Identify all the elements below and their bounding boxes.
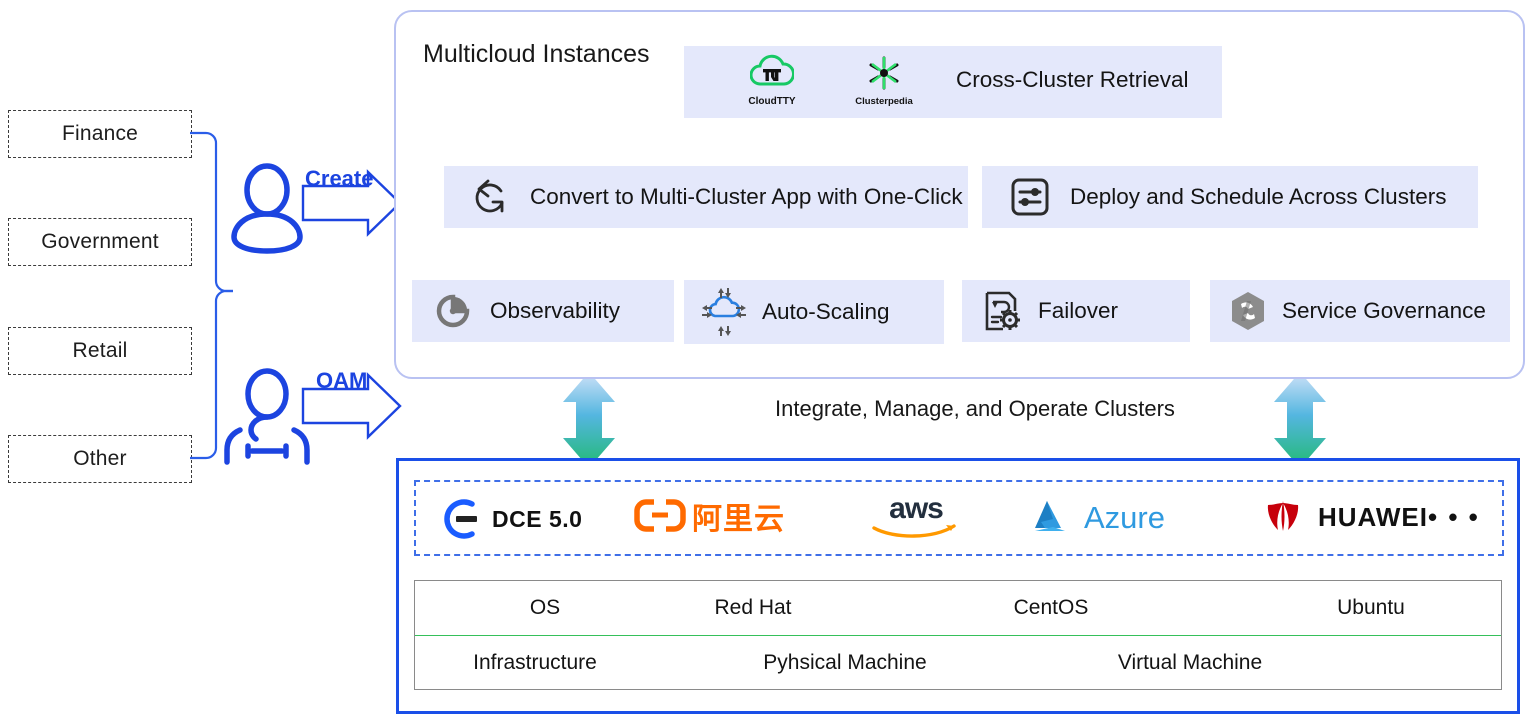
convert-tile-label: Convert to Multi-Cluster App with One-Cl… — [530, 184, 963, 209]
aws-smile-glyph — [872, 524, 956, 538]
segment-brace — [190, 131, 233, 460]
doc-gear-icon — [985, 291, 1020, 331]
azure-glyph — [1035, 501, 1065, 531]
dce-logo[interactable]: DCE 5.0 — [438, 496, 582, 542]
infrastructure-row-cell: Pyhsical Machine — [763, 651, 927, 674]
person-wrench-icon — [224, 368, 310, 465]
os-row-cell: Ubuntu — [1337, 596, 1405, 619]
cloudtty-glyph — [749, 54, 795, 86]
cloud-provider-strip: DCE 5.0 阿里云 aws Azure — [414, 480, 1504, 556]
sliders-icon — [1011, 178, 1049, 216]
segment-label: Finance — [61, 122, 139, 145]
dce-label: DCE 5.0 — [492, 505, 583, 532]
convert-tile[interactable]: Convert to Multi-Cluster App with One-Cl… — [444, 166, 968, 228]
deploy-tile[interactable]: Deploy and Schedule Across Clusters — [982, 166, 1478, 228]
azure-label: Azure — [1084, 500, 1165, 535]
segment-retail[interactable]: Retail — [8, 327, 192, 375]
cloud-scale-icon — [702, 288, 746, 336]
os-row-cell: OS — [529, 596, 561, 619]
aws-label: aws — [889, 492, 944, 525]
aliyun-glyph — [634, 499, 686, 532]
more-providers-ellipsis: • • • — [1428, 502, 1480, 532]
governance-tile[interactable]: Service Governance — [1210, 280, 1510, 342]
infrastructure-row-cell: Infrastructure — [473, 651, 597, 674]
bidirectional-arrow-left — [563, 372, 615, 468]
person-icon — [231, 163, 303, 254]
autoscaling-tile[interactable]: Auto-Scaling — [684, 280, 944, 344]
clusterpedia-glyph — [869, 56, 899, 90]
bridge-label: Integrate, Manage, and Operate Clusters — [775, 396, 1175, 421]
dce-glyph — [444, 499, 477, 539]
clusterpedia-logo: Clusterpedia — [839, 54, 929, 107]
create-label: Create — [305, 166, 374, 191]
segment-other[interactable]: Other — [8, 435, 192, 483]
infrastructure-row: Infrastructure Pyhsical Machine Virtual … — [415, 636, 1501, 690]
observability-tile[interactable]: Observability — [412, 280, 674, 342]
donut-chart-icon — [436, 294, 470, 328]
os-row-cell: CentOS — [1013, 596, 1089, 619]
os-infrastructure-table: OS Red Hat CentOS Ubuntu Infrastructure … — [414, 580, 1502, 690]
segment-government[interactable]: Government — [8, 218, 192, 266]
aws-logo[interactable]: aws — [868, 494, 964, 544]
autoscaling-tile-label: Auto-Scaling — [762, 299, 890, 324]
aliyun-logo[interactable]: 阿里云 — [634, 493, 785, 539]
os-row-cell: Red Hat — [714, 596, 792, 619]
oam-label: OAM — [316, 368, 368, 393]
sync-arrows-icon — [475, 179, 504, 213]
azure-logo[interactable]: Azure — [1028, 495, 1165, 541]
cloudtty-caption: CloudTTY — [748, 96, 796, 107]
governance-tile-label: Service Governance — [1282, 298, 1486, 323]
cross-cluster-retrieval-label: Cross-Cluster Retrieval — [956, 67, 1189, 92]
service-mesh-icon — [1232, 292, 1264, 330]
clusterpedia-caption: Clusterpedia — [855, 96, 913, 107]
failover-tile-label: Failover — [1038, 298, 1119, 323]
deploy-tile-label: Deploy and Schedule Across Clusters — [1070, 184, 1447, 209]
cross-cluster-retrieval-tile[interactable]: CloudTTY Clusterpedia Cross-Cluster Retr… — [684, 46, 1222, 118]
huawei-label: HUAWEI — [1318, 501, 1428, 532]
infrastructure-row-cell: Virtual Machine — [1117, 651, 1263, 674]
os-row: OS Red Hat CentOS Ubuntu — [415, 581, 1501, 636]
aliyun-label: 阿里云 — [692, 503, 785, 536]
cloudtty-logo: CloudTTY — [734, 54, 810, 107]
failover-tile[interactable]: Failover — [962, 280, 1190, 342]
segment-label: Other — [73, 447, 127, 470]
segment-label: Retail — [72, 339, 128, 362]
segment-finance[interactable]: Finance — [8, 110, 192, 158]
observability-tile-label: Observability — [490, 298, 621, 323]
segment-label: Government — [41, 230, 159, 253]
bidirectional-arrow-right — [1274, 372, 1326, 468]
huawei-logo[interactable]: HUAWEI — [1256, 495, 1428, 539]
page-title: Multicloud Instances — [423, 40, 650, 68]
huawei-glyph — [1267, 501, 1299, 531]
